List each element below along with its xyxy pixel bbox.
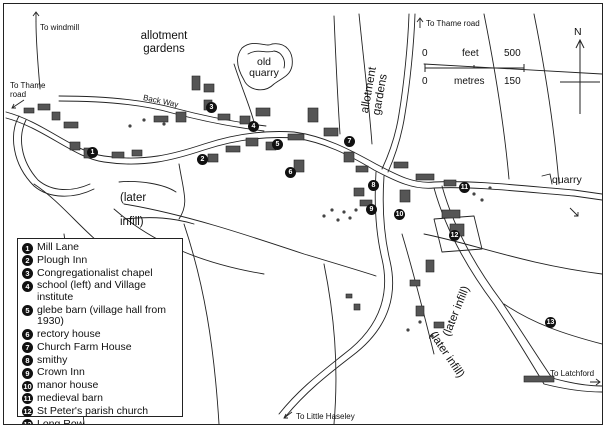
map-marker-3: 3 bbox=[206, 102, 217, 113]
label-to-windmill: To windmill bbox=[40, 23, 80, 32]
key-item: 4 school (left) and Village institute bbox=[22, 280, 178, 303]
map-marker-1: 1 bbox=[87, 147, 98, 158]
map-marker-8: 8 bbox=[368, 180, 379, 191]
old-quarry-text: old quarry bbox=[249, 56, 279, 79]
key-number-badge: 10 bbox=[22, 380, 33, 392]
map-marker-12: 12 bbox=[449, 230, 460, 241]
key-label: glebe barn (village hall from 1930) bbox=[37, 303, 166, 328]
scale-feet-label: feet bbox=[462, 48, 479, 59]
key-number-badge: 3 bbox=[22, 268, 33, 280]
map-marker-10: 10 bbox=[394, 209, 405, 220]
key-number-badge: 2 bbox=[22, 255, 33, 267]
map-marker-11: 11 bbox=[459, 182, 470, 193]
key-item: 6 rectory house bbox=[22, 327, 178, 341]
map-marker-7: 7 bbox=[344, 136, 355, 147]
map-marker-6: 6 bbox=[285, 167, 296, 178]
map-marker-9: 9 bbox=[366, 204, 377, 215]
label-old-quarry: old quarry bbox=[249, 57, 279, 79]
key-label: rectory house bbox=[37, 327, 101, 340]
map-marker-13: 13 bbox=[545, 317, 556, 328]
scale-feet-zero: 0 bbox=[422, 48, 428, 59]
label-allotment-gardens-1: allotment gardens bbox=[134, 30, 194, 56]
key-item: 2 Plough Inn bbox=[22, 253, 178, 267]
key-label: smithy bbox=[37, 353, 68, 366]
key-label: Plough Inn bbox=[37, 253, 88, 266]
to-thame-road-left-text: To Thame road bbox=[10, 81, 46, 99]
key-item: 5 glebe barn (village hall from 1930) bbox=[22, 303, 178, 328]
key-label: school (left) and Village institute bbox=[37, 279, 146, 303]
key-item: 7 Church Farm House bbox=[22, 340, 178, 354]
key-number-badge: 1 bbox=[22, 242, 33, 254]
key-number-badge: 5 bbox=[22, 305, 33, 317]
key-number-badge: 12 bbox=[22, 406, 33, 418]
map-marker-4: 4 bbox=[248, 121, 259, 132]
key-number-badge: 7 bbox=[22, 342, 33, 354]
key-label: Crown Inn bbox=[37, 366, 85, 379]
key-number-badge: 13 bbox=[22, 419, 33, 424]
scale-metres-max: 150 bbox=[504, 76, 521, 87]
key-item: 10 manor house bbox=[22, 380, 178, 392]
key-label: medieval barn bbox=[37, 391, 103, 404]
map-key: 1 Mill Lane 2 Plough Inn 3 Congregationalist … bbox=[17, 238, 183, 424]
label-later-infill-1: (later infill) bbox=[120, 186, 170, 234]
key-item: 13 Long Row bbox=[22, 417, 178, 425]
key-label: manor house bbox=[37, 379, 99, 392]
key-number-badge: 11 bbox=[22, 393, 33, 405]
north-label: N bbox=[574, 26, 582, 38]
key-label: Congregationalist chapel bbox=[37, 266, 153, 279]
key-label: St Peter's parish church bbox=[37, 404, 149, 417]
key-label: Church Farm House bbox=[37, 340, 132, 353]
label-to-latchford: To Latchford bbox=[550, 369, 595, 378]
key-item: 11 medieval barn bbox=[22, 391, 178, 405]
scale-metres-label: metres bbox=[454, 76, 485, 87]
key-item: 12 St Peter's parish church bbox=[22, 404, 178, 418]
map-marker-2: 2 bbox=[197, 154, 208, 165]
key-number-badge: 8 bbox=[22, 355, 33, 367]
key-item: 9 Crown Inn bbox=[22, 367, 178, 379]
key-number-badge: 4 bbox=[22, 280, 33, 292]
key-number-badge: 9 bbox=[22, 367, 33, 379]
scale-feet-max: 500 bbox=[504, 48, 521, 59]
scale-metres-zero: 0 bbox=[422, 76, 428, 87]
key-item: 1 Mill Lane bbox=[22, 241, 178, 254]
label-to-thame-road-top: To Thame road bbox=[426, 19, 480, 28]
label-to-thame-road-left: To Thame road bbox=[10, 81, 50, 99]
key-item: 8 smithy bbox=[22, 353, 178, 367]
map-frame: To windmill To Thame road To Thame road … bbox=[3, 3, 603, 425]
map-marker-5: 5 bbox=[272, 139, 283, 150]
key-item: 3 Congregationalist chapel bbox=[22, 266, 178, 280]
key-label: Mill Lane bbox=[37, 241, 80, 253]
key-number-badge: 6 bbox=[22, 329, 33, 341]
later-infill-1-text: (later infill) bbox=[120, 192, 147, 228]
allotment-gardens-1-text: allotment gardens bbox=[140, 30, 188, 55]
key-label: Long Row bbox=[37, 417, 85, 425]
label-quarry: quarry bbox=[552, 174, 582, 186]
label-to-little-haseley: To Little Haseley bbox=[296, 412, 355, 421]
